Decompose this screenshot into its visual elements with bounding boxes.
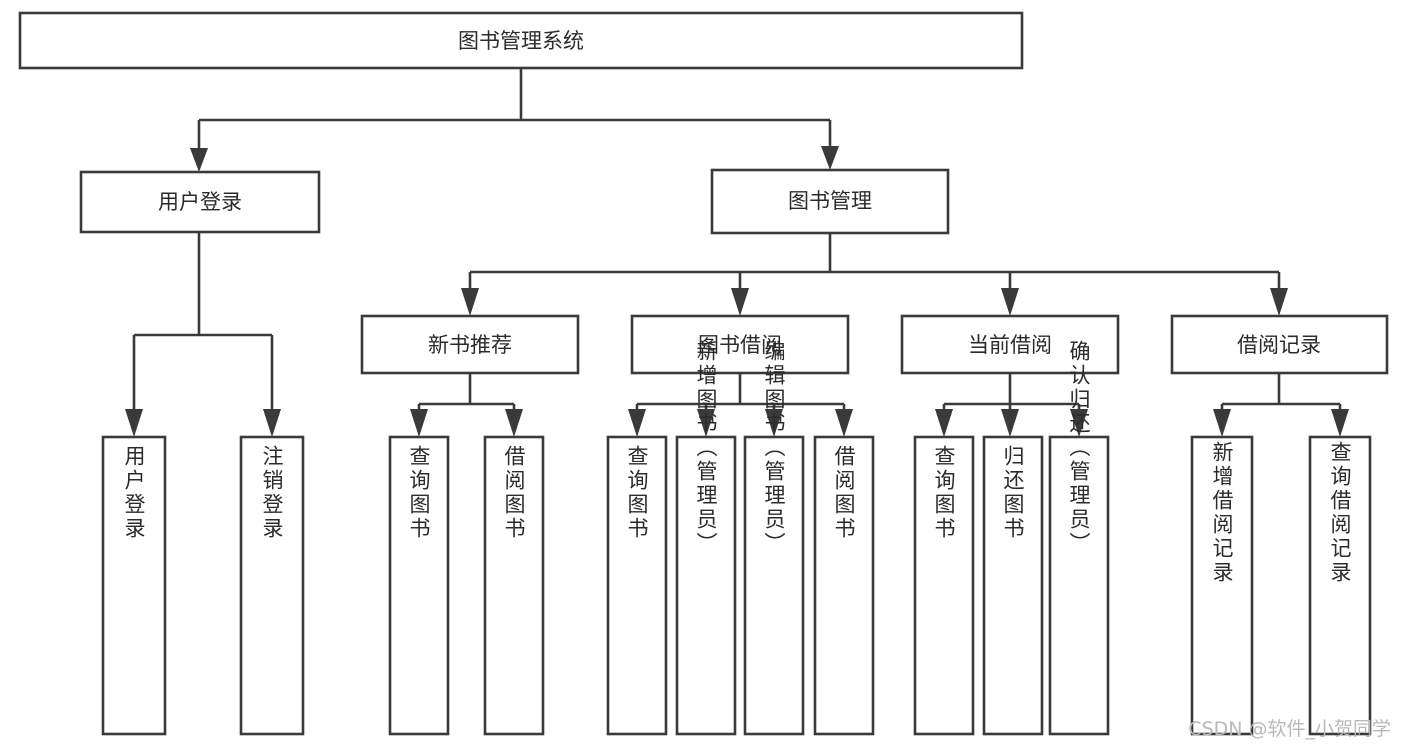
csdn-watermark: CSDN @软件_小贺同学 [1188, 718, 1391, 740]
node-leaf-query-book-borrow[interactable]: 查询图书 [606, 435, 668, 736]
connector-borrow-record-trunk [1220, 373, 1342, 413]
node-user-login[interactable]: 用户登录 [79, 170, 321, 234]
arrow-to-leaf-return-book [1001, 409, 1019, 437]
arrow-to-leaf-user-login [125, 409, 143, 437]
node-book-management-box[interactable] [710, 168, 950, 235]
node-leaf-user-login-label: 用户登录 [122, 445, 146, 541]
node-leaf-edit-book-admin-label: 编辑图书（管理员） [762, 340, 786, 556]
node-leaf-query-book-current-label: 查询图书 [932, 445, 956, 541]
node-leaf-query-book-rec-box[interactable] [388, 435, 450, 736]
node-root[interactable]: 图书管理系统 [18, 11, 1024, 70]
node-leaf-borrow-book-rec[interactable]: 借阅图书 [483, 435, 545, 736]
node-leaf-logout-label: 注销登录 [260, 445, 284, 541]
node-leaf-query-borrow-record-box[interactable] [1308, 435, 1372, 736]
node-leaf-borrow-book-rec-box[interactable] [483, 435, 545, 736]
arrow-to-leaf-borrow-book [835, 409, 853, 437]
node-leaf-add-borrow-record-box[interactable] [1190, 435, 1254, 736]
node-current-borrow-label: 当前借阅 [968, 333, 1052, 357]
node-new-book-recommend-label: 新书推荐 [428, 333, 512, 357]
arrow-to-leaf-add-borrow-record [1213, 409, 1231, 437]
node-leaf-user-login[interactable]: 用户登录 [101, 435, 167, 736]
arrow-to-leaf-query-borrow-record [1331, 409, 1349, 437]
arrow-to-leaf-logout [263, 409, 281, 437]
node-new-book-recommend-box[interactable] [360, 314, 580, 375]
node-current-borrow-box[interactable] [900, 314, 1120, 375]
node-user-login-label: 用户登录 [158, 190, 242, 214]
node-book-borrow-box[interactable] [630, 314, 850, 375]
node-user-login-box[interactable] [79, 170, 321, 234]
node-book-management-label: 图书管理 [788, 189, 872, 213]
connector-new-book-recommend-trunk [417, 373, 516, 413]
node-leaf-query-book-current-box[interactable] [913, 435, 975, 736]
node-leaf-query-book-rec[interactable]: 查询图书 [388, 435, 450, 736]
node-leaf-borrow-book-rec-label: 借阅图书 [502, 445, 526, 541]
node-leaf-query-book-current[interactable]: 查询图书 [913, 435, 975, 736]
arrow-to-leaf-borrow-book-rec [505, 409, 523, 437]
node-leaf-query-book-borrow-box[interactable] [606, 435, 668, 736]
node-leaf-query-borrow-record-label: 查询借阅记录 [1328, 441, 1352, 585]
arrow-to-current-borrow [1001, 288, 1019, 316]
node-root-label: 图书管理系统 [458, 29, 584, 53]
arrow-to-book-borrow [731, 288, 749, 316]
node-leaf-return-book-label: 归还图书 [1001, 445, 1025, 541]
arrow-to-leaf-query-book-rec [410, 409, 428, 437]
node-borrow-record-label: 借阅记录 [1237, 333, 1321, 357]
node-leaf-user-login-box[interactable] [101, 435, 167, 736]
node-leaf-add-book-admin-label: 新增图书（管理员） [694, 340, 718, 556]
node-leaf-add-borrow-record-label: 新增借阅记录 [1210, 441, 1234, 585]
node-book-borrow[interactable]: 图书借阅 [630, 314, 850, 375]
node-root-box[interactable] [18, 11, 1024, 70]
node-leaf-add-book-admin-box[interactable] [675, 435, 737, 736]
arrow-to-borrow-record [1270, 288, 1288, 316]
node-borrow-record[interactable]: 借阅记录 [1170, 314, 1389, 375]
node-book-management[interactable]: 图书管理 [710, 168, 950, 235]
arrow-to-user-login [190, 148, 208, 172]
node-borrow-record-box[interactable] [1170, 314, 1389, 375]
node-leaf-query-book-borrow-label: 查询图书 [625, 445, 649, 541]
node-leaf-logout[interactable]: 注销登录 [239, 435, 305, 736]
node-leaf-return-book-box[interactable] [982, 435, 1044, 736]
arrow-to-book-management [821, 146, 839, 170]
node-leaf-add-book-admin[interactable]: 新增图书（管理员） [675, 340, 737, 736]
node-new-book-recommend[interactable]: 新书推荐 [360, 314, 580, 375]
connector-book-management-trunk [468, 233, 1281, 292]
node-leaf-edit-book-admin[interactable]: 编辑图书（管理员） [743, 340, 805, 736]
arrow-to-leaf-query-book-current [935, 409, 953, 437]
arrow-to-leaf-confirm-return-admin [1070, 409, 1088, 437]
node-leaf-query-book-rec-label: 查询图书 [407, 445, 431, 541]
connector-root-trunk [197, 68, 832, 152]
arrow-to-leaf-query-book-borrow [628, 409, 646, 437]
node-leaf-logout-box[interactable] [239, 435, 305, 736]
node-leaf-confirm-return-admin-box[interactable] [1048, 435, 1110, 736]
node-leaf-edit-book-admin-box[interactable] [743, 435, 805, 736]
connector-book-borrow-trunk [635, 373, 846, 413]
node-leaf-confirm-return-admin[interactable]: 确认归还（管理员） [1048, 340, 1110, 736]
node-leaf-borrow-book[interactable]: 借阅图书 [813, 435, 875, 736]
node-leaf-borrow-book-label: 借阅图书 [832, 445, 856, 541]
node-current-borrow[interactable]: 当前借阅 [900, 314, 1120, 375]
node-leaf-return-book[interactable]: 归还图书 [982, 435, 1044, 736]
node-book-borrow-label: 图书借阅 [698, 333, 782, 357]
arrow-to-new-book-recommend [461, 288, 479, 316]
arrow-to-leaf-edit-book-admin [765, 409, 783, 437]
arrow-to-leaf-add-book-admin [697, 409, 715, 437]
node-leaf-query-borrow-record[interactable]: 查询借阅记录 [1308, 435, 1372, 736]
node-leaf-borrow-book-box[interactable] [813, 435, 875, 736]
connector-current-borrow-trunk [942, 373, 1081, 413]
connector-layer [125, 68, 1349, 437]
node-leaf-confirm-return-admin-label: 确认归还（管理员） [1067, 340, 1091, 556]
connector-user-login-trunk [132, 232, 274, 413]
node-leaf-add-borrow-record[interactable]: 新增借阅记录 [1190, 435, 1254, 736]
